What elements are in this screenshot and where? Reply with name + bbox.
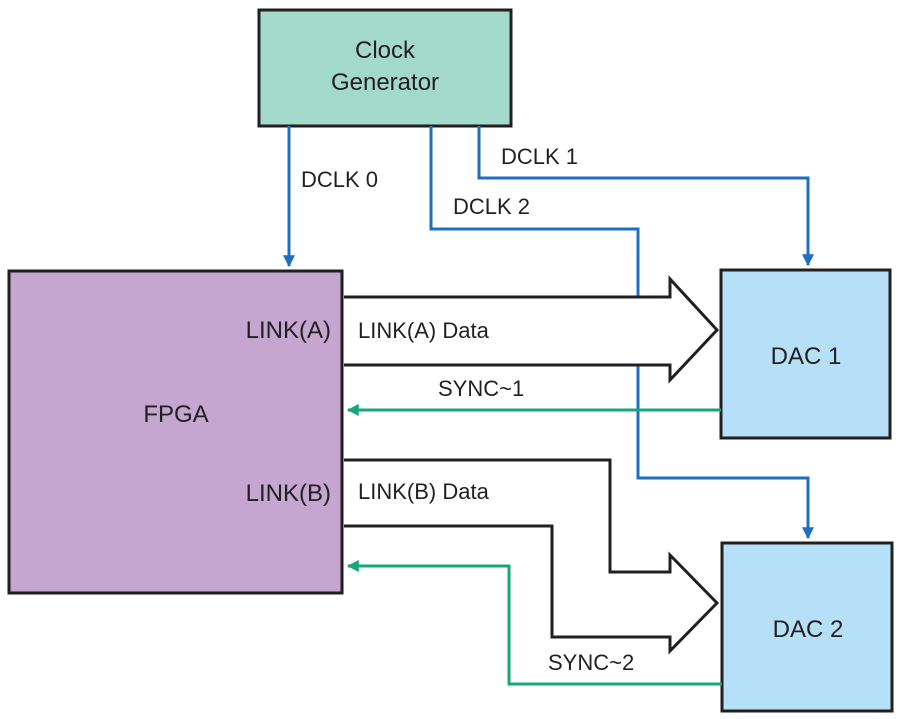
dclk2-label: DCLK 2	[453, 194, 530, 219]
clock-generator-block	[257, 8, 513, 128]
link-a-data-label: LINK(A) Data	[358, 318, 490, 343]
link-b-data-label: LINK(B) Data	[358, 479, 490, 504]
sync2-label: SYNC~2	[548, 650, 634, 675]
link-a-data-bus	[344, 275, 720, 384]
clock-generator-label-line1: Clock	[355, 37, 416, 64]
sync1-label: SYNC~1	[438, 376, 524, 401]
dac1-block	[719, 268, 892, 440]
link-b-data-bus	[344, 458, 720, 655]
dac2-label: DAC 2	[773, 616, 844, 643]
dclk1-line	[477, 126, 814, 267]
dac1-label: DAC 1	[771, 343, 842, 370]
fpga-block	[7, 269, 344, 595]
dac2-block	[720, 541, 894, 713]
fpga-label: FPGA	[143, 401, 208, 428]
fpga-port-a-label: LINK(A)	[246, 317, 331, 344]
dclk0-label: DCLK 0	[301, 167, 378, 192]
clock-generator-label-line2: Generator	[331, 69, 439, 96]
dclk1-label: DCLK 1	[501, 144, 578, 169]
sync2-line	[346, 560, 722, 686]
fpga-port-b-label: LINK(B)	[246, 480, 331, 507]
